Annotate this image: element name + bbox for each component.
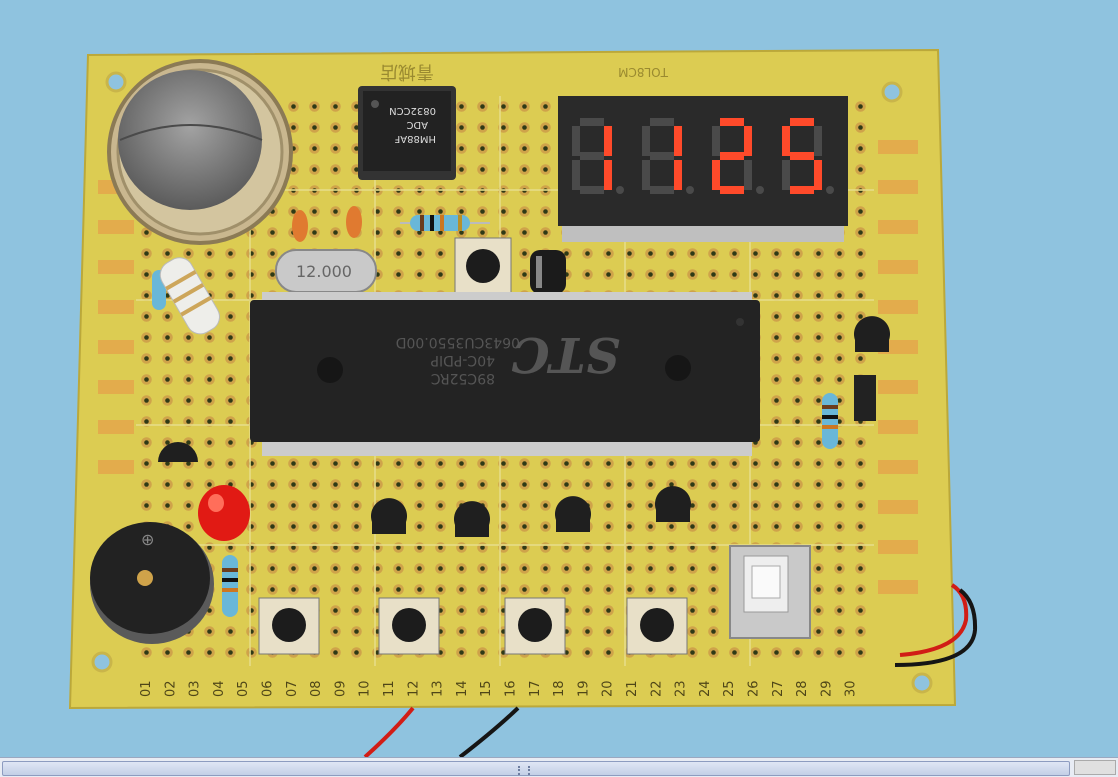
column-label: 06 [261,680,276,697]
mcu-model: 89C52RC [431,370,495,386]
segment [744,160,752,190]
capacitors [292,206,566,294]
red-led [198,485,250,541]
mcu-package: 40C-PDIP [431,352,495,368]
segment [650,152,674,160]
segment [604,126,612,156]
segment [744,126,752,156]
segment [782,160,790,190]
segment [790,118,814,126]
column-label: 20 [601,680,616,697]
segment [790,152,814,160]
mcu-chip: STC 89C52RC 40C-PDIP 0643CU3550.00D [250,292,760,456]
column-label: 21 [625,680,640,697]
column-label: 28 [795,680,810,697]
segment [650,118,674,126]
mcu-batch: 0643CU3550.00D [396,334,520,350]
adc-label-1: ADC [406,119,428,130]
column-label: 24 [698,680,713,697]
segment [642,160,650,190]
segment [814,160,822,190]
column-label: 08 [309,680,324,697]
decimal-point [686,186,694,194]
segment [572,126,580,156]
column-label: 29 [819,680,834,697]
column-label: 22 [649,680,664,697]
board-logo: 青城店 [380,61,434,82]
segment [712,160,720,190]
segment [782,126,790,156]
buzzer: ⊕ [90,522,214,644]
column-label: 19 [576,680,591,697]
scrollbar-corner [1074,760,1116,775]
segment [580,186,604,194]
column-label: 15 [479,680,494,697]
segment [790,186,814,194]
column-label: 23 [674,680,689,697]
column-label: 30 [844,680,859,697]
column-label: 14 [455,680,470,697]
column-label: 02 [163,680,178,697]
column-label: 07 [285,680,300,697]
column-label: 05 [236,680,251,697]
power-switch [729,545,811,639]
column-label: 12 [406,680,421,697]
segment [814,126,822,156]
column-label: 27 [771,680,786,697]
column-label: 16 [504,680,519,697]
svg-text:⊕: ⊕ [141,530,154,549]
column-label: 25 [722,680,737,697]
adc-maker: HM88AF [394,133,436,144]
segment [572,160,580,190]
segment [674,160,682,190]
segment [720,118,744,126]
column-label: 11 [382,680,397,697]
adc-chip: HM88AF ADC 0832CCN [358,86,456,180]
resistors [152,215,838,617]
gas-sensor [107,59,293,245]
mounting-holes [91,71,933,694]
column-label: 26 [747,680,762,697]
segment [650,186,674,194]
decimal-point [826,186,834,194]
pcb-photo: 青城店 TOL8CM 01 02 03 04 05 06 07 08 09 10 11 12 13 14 1… [68,48,978,757]
column-label: 04 [212,680,227,697]
column-labels: 01 02 03 04 05 06 07 08 09 10 11 12 13 14 15 16 17 18 19 20… [139,680,859,697]
mcu-brand: STC [511,326,620,382]
column-label: 09 [333,680,348,697]
column-label: 01 [139,680,154,697]
segment [712,126,720,156]
scrollbar-grip-icon[interactable] [518,766,530,775]
column-label: 17 [528,680,543,697]
segment [580,118,604,126]
column-label: 10 [358,680,373,697]
segment [580,152,604,160]
horizontal-scrollbar[interactable] [0,757,1118,777]
adc-label-2: 0832CCN [389,105,436,116]
decimal-point [756,186,764,194]
scrollbar-track[interactable] [2,761,1070,776]
board-mark: TOL8CM [618,65,669,79]
column-label: 18 [552,680,567,697]
edge-pads [98,140,918,594]
segment [720,186,744,194]
segment [642,126,650,156]
reset-button [454,237,512,295]
crystal: 12.000 [275,249,377,293]
transistors [158,316,891,537]
crystal-label: 12.000 [296,262,352,281]
column-label: 03 [188,680,203,697]
push-buttons [258,597,688,655]
wires [363,583,978,757]
segment [674,126,682,156]
segment [720,152,744,160]
column-label: 13 [431,680,446,697]
segment [604,160,612,190]
seven-segment-display: 1125 [558,96,848,242]
decimal-point [616,186,624,194]
